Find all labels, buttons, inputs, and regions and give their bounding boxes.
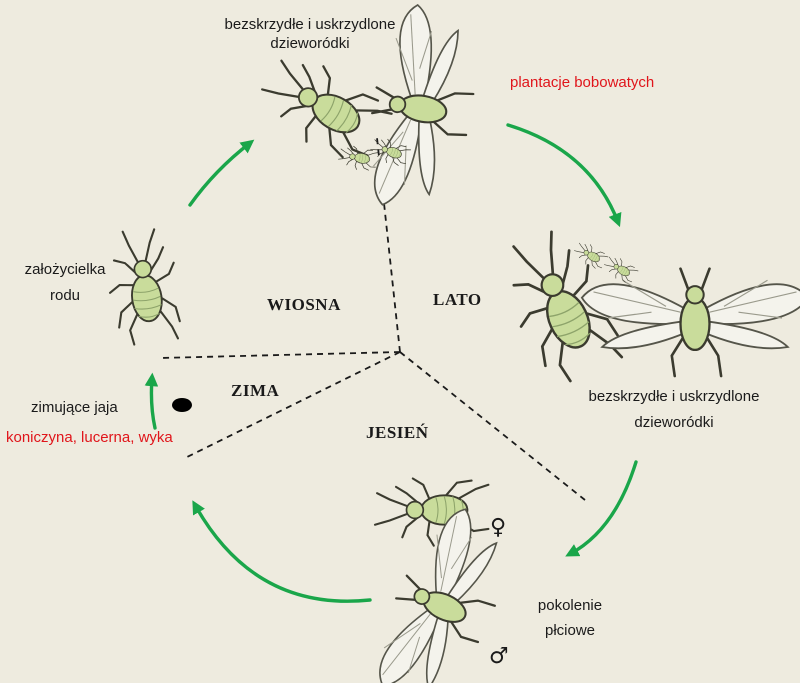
female-symbol-icon: ♀ xyxy=(490,515,507,540)
summer-aphids xyxy=(487,220,800,392)
male-symbol-icon: ♂ xyxy=(489,644,509,669)
winged-aphid-icon xyxy=(580,267,800,378)
label-line: płciowe xyxy=(544,622,596,639)
summer-aphids-label: bezskrzydłe i uskrzydlone dzieworódki xyxy=(576,384,772,436)
spring-aphids-label: bezskrzydłe i uskrzydlone dzieworódki xyxy=(212,15,408,53)
divider-winter-autumn xyxy=(184,351,401,459)
divider-spring-winter xyxy=(159,351,401,359)
founder-label: założycielka rodu xyxy=(15,257,115,309)
winter-hosts-label: koniczyna, lucerna, wyka xyxy=(6,429,173,446)
cycle-arrows xyxy=(144,123,638,603)
sexual-generation-label: pokolenie płciowe xyxy=(527,593,613,643)
eggs-label: zimujące jaja xyxy=(31,399,118,416)
overwintering-egg xyxy=(172,398,192,412)
label-line: bezskrzydłe i uskrzydlone xyxy=(588,388,760,405)
label-line: dzieworódki xyxy=(634,414,714,431)
nymph-icon xyxy=(571,238,610,273)
nymph-icon xyxy=(336,143,379,173)
arrow-spring-up xyxy=(188,139,255,207)
label-line: rodu xyxy=(49,287,81,304)
season-autumn: JESIEŃ xyxy=(366,423,429,442)
season-summer: LATO xyxy=(433,290,482,309)
season-winter: ZIMA xyxy=(231,381,280,400)
label-line: bezskrzydłe i uskrzydlone xyxy=(224,16,396,33)
season-dividers xyxy=(159,137,586,501)
arrow-winter xyxy=(192,500,372,603)
arrow-autumn xyxy=(565,460,638,557)
arrow-egg-hatch xyxy=(144,372,159,430)
female-aphid-icon xyxy=(373,477,490,547)
summer-host-label: plantacje bobowatych xyxy=(510,74,655,91)
label-line: założycielka xyxy=(24,261,106,278)
label-line: pokolenie xyxy=(537,597,603,614)
label-line: dzieworódki xyxy=(270,35,350,52)
wingless-aphid-icon xyxy=(249,44,397,173)
arrow-summer xyxy=(506,123,622,228)
season-spring: WIOSNA xyxy=(267,295,341,314)
nymph-icon xyxy=(601,252,640,287)
